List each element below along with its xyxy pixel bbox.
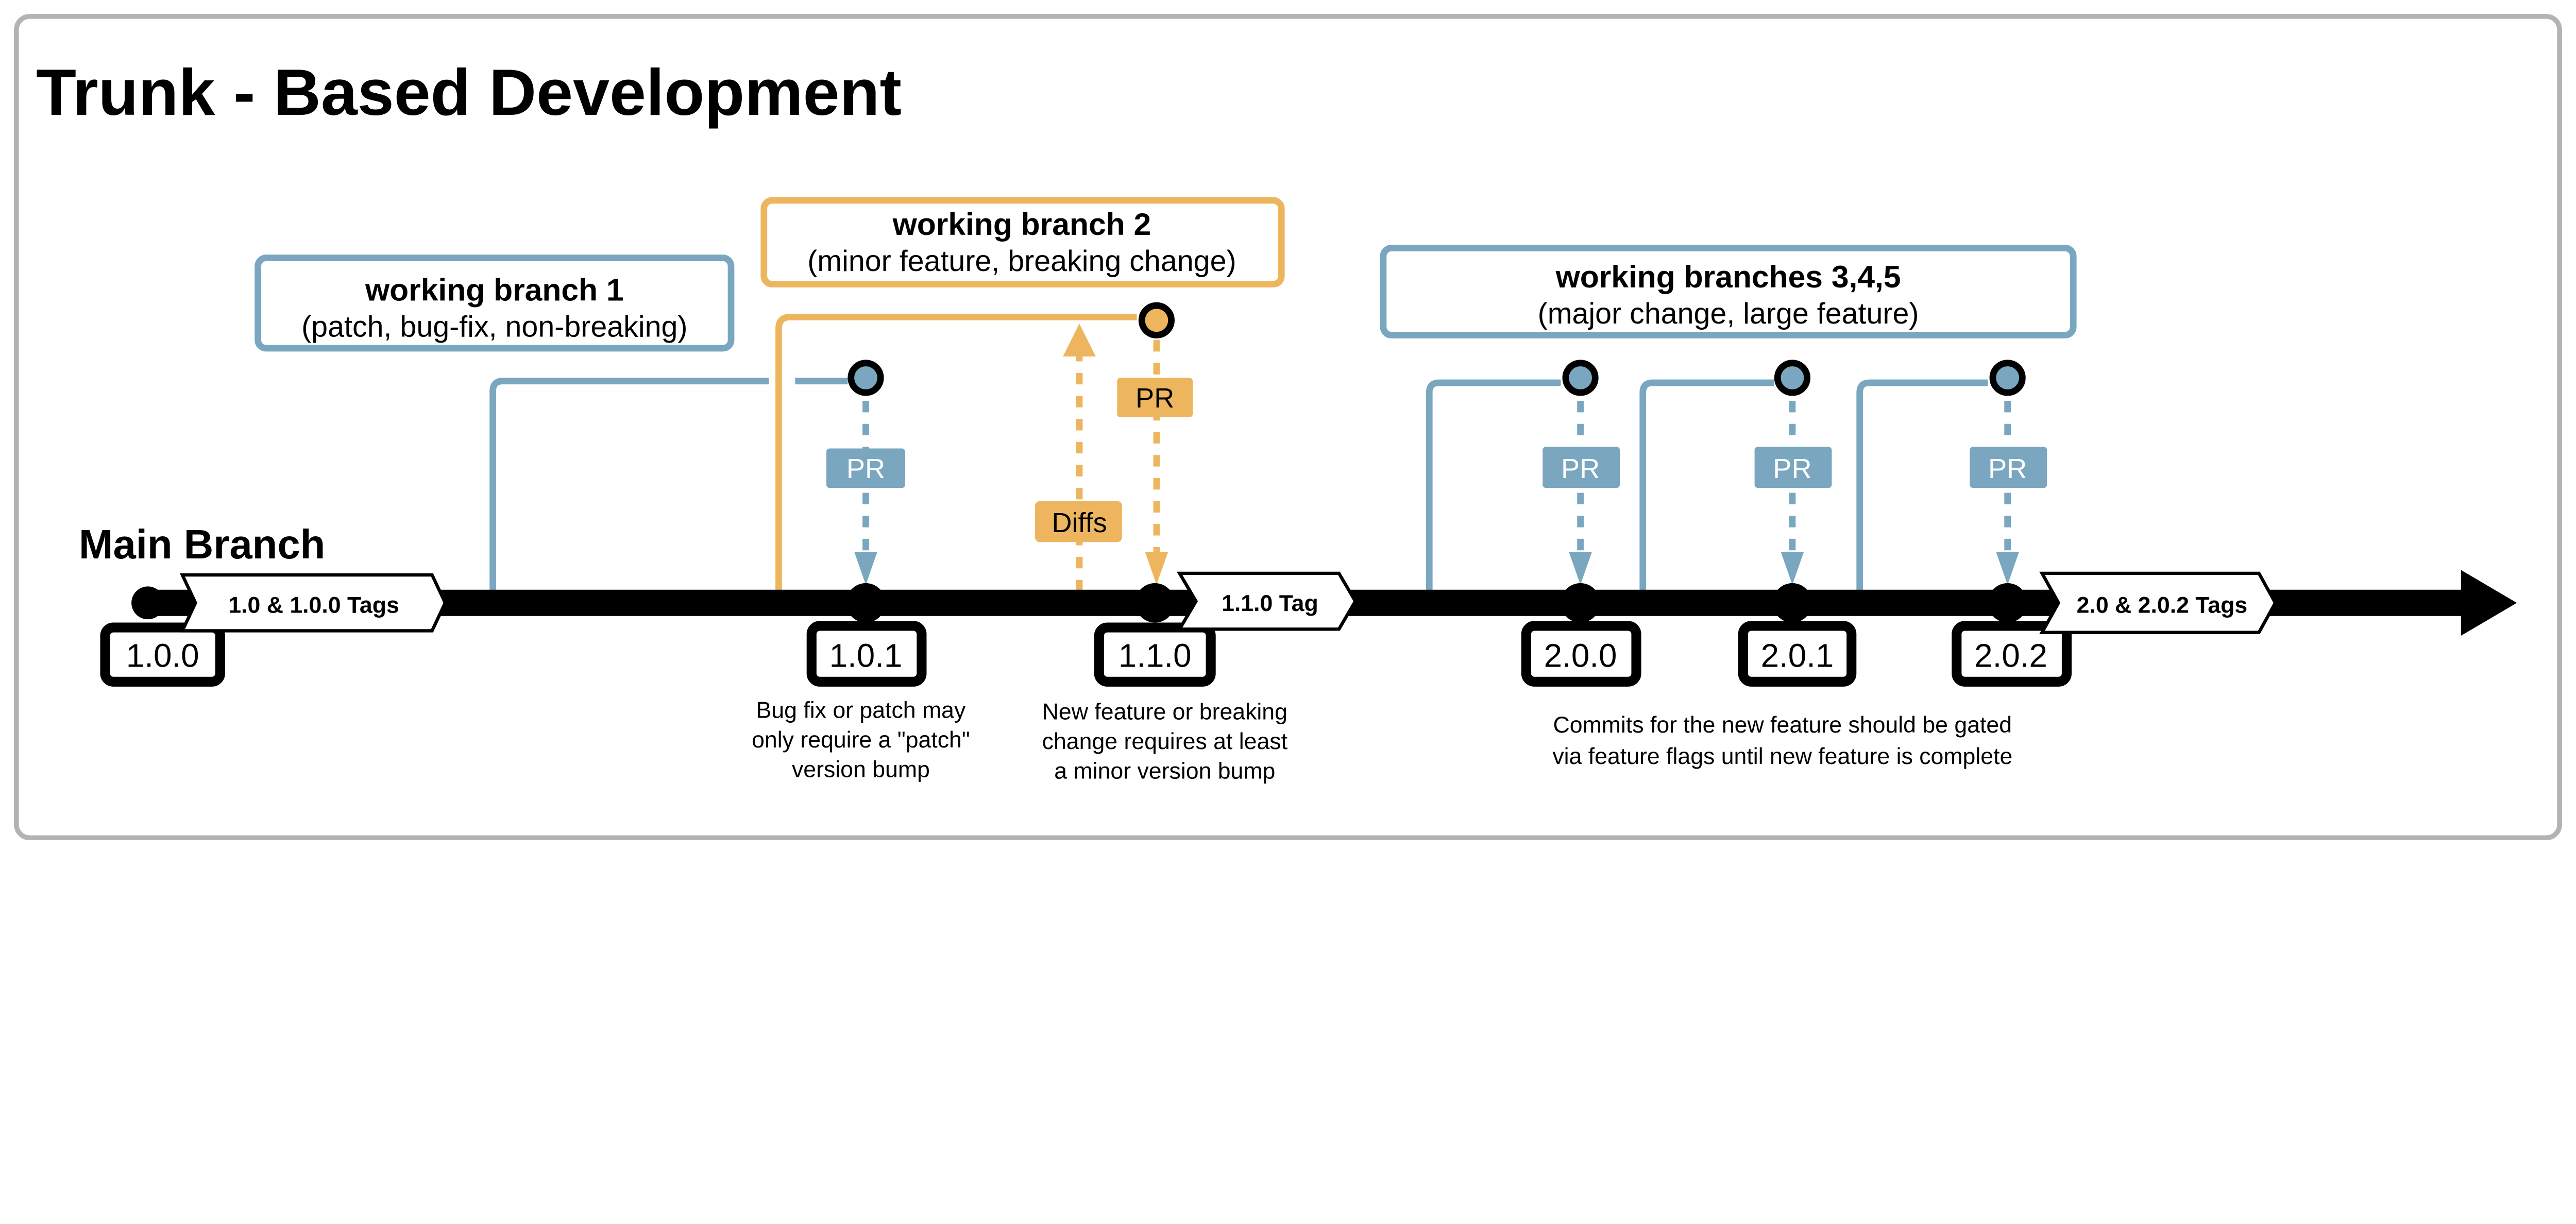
caption-minor: a minor version bump xyxy=(1054,758,1275,784)
working-branch-2 xyxy=(775,314,1160,603)
version-label: 1.0.0 xyxy=(126,637,199,674)
tag-label: 1.0 & 1.0.0 Tags xyxy=(228,592,399,618)
working-branch-1-subtitle: (patch, bug-fix, non-breaking) xyxy=(301,311,687,344)
working-branches-3-4-5 xyxy=(1426,379,2011,603)
commit-dot xyxy=(846,583,886,623)
pr-badge-box xyxy=(826,448,906,488)
tag-shape xyxy=(1176,571,1358,631)
branch-commit-dot xyxy=(1774,360,1811,396)
tag-label: 1.1.0 Tag xyxy=(1222,591,1318,616)
pr-badge: PR xyxy=(1988,453,2027,484)
commit-dot xyxy=(1988,583,2027,623)
version-box xyxy=(1952,621,2072,687)
pr-badge: PR xyxy=(1773,453,1811,484)
tag-label: 2.0 & 2.0.2 Tags xyxy=(2077,592,2248,618)
tag-shape xyxy=(179,573,447,633)
caption-major: Commits for the new feature should be ga… xyxy=(1553,712,2012,738)
branch-commit-dot xyxy=(1562,360,1599,396)
branch-commit-dot xyxy=(1138,302,1175,338)
working-branch-2-subtitle: (minor feature, breaking change) xyxy=(807,245,1236,278)
page-title: Trunk - Based Development xyxy=(36,56,902,129)
working-branch-1-title: working branch 1 xyxy=(365,273,624,308)
arrow-head-up xyxy=(1063,324,1096,356)
version-box xyxy=(806,621,927,687)
working-branch-2-box xyxy=(760,197,1285,288)
main-branch-start xyxy=(131,586,164,620)
pr-badge-box xyxy=(1117,378,1193,417)
commit-dot xyxy=(1772,583,1812,623)
caption-patch: only require a "patch" xyxy=(752,727,970,753)
pr-badge-box xyxy=(1970,447,2047,488)
pr-badge: PR xyxy=(1561,453,1600,484)
caption-minor: New feature or breaking xyxy=(1042,700,1287,725)
version-label: 2.0.2 xyxy=(1974,637,2047,674)
caption-major: via feature flags until new feature is c… xyxy=(1552,744,2012,769)
working-branch-2-title: working branch 2 xyxy=(892,207,1151,242)
working-branch-1-box xyxy=(255,254,735,352)
arrow-head xyxy=(1145,552,1168,585)
arrow-head xyxy=(1569,552,1592,585)
caption-patch: version bump xyxy=(792,757,930,782)
version-label: 2.0.1 xyxy=(1761,637,1834,674)
diffs-badge-box xyxy=(1035,501,1122,542)
caption-minor: change requires at least xyxy=(1042,729,1288,754)
frame xyxy=(14,14,2562,841)
caption-patch: Bug fix or patch may xyxy=(756,698,966,723)
version-box xyxy=(1521,621,1641,687)
commit-dot xyxy=(1135,583,1175,623)
tag-shape xyxy=(2039,571,2278,634)
pr-badge-box xyxy=(1754,447,1832,488)
pr-badge: PR xyxy=(846,453,885,484)
version-box xyxy=(1738,621,1857,687)
arrow-head xyxy=(1781,552,1804,585)
version-label: 1.1.0 xyxy=(1118,637,1192,674)
working-branches-3-4-5-title: working branches 3,4,5 xyxy=(1555,259,1901,294)
diffs-badge: Diffs xyxy=(1052,507,1107,538)
trunk-diagram: Trunk - Based Development Main Branch wo… xyxy=(14,14,2562,841)
pr-badge-box xyxy=(1543,447,1620,488)
main-branch-label: Main Branch xyxy=(79,521,325,567)
version-box xyxy=(100,622,225,687)
arrow-head xyxy=(1996,552,2019,585)
working-branches-3-4-5-subtitle: (major change, large feature) xyxy=(1538,297,1919,330)
main-branch-arrowhead xyxy=(2461,570,2517,636)
branch-commit-dot xyxy=(848,360,884,396)
pr-badge: PR xyxy=(1136,383,1174,414)
working-branches-3-4-5-box xyxy=(1380,245,2077,338)
version-box xyxy=(1094,622,1216,687)
commit-dot xyxy=(1561,583,1600,623)
version-label: 2.0.0 xyxy=(1544,637,1617,674)
version-label: 1.0.1 xyxy=(829,637,903,674)
branch-commit-dot xyxy=(1989,360,2026,396)
arrow-head xyxy=(854,552,877,585)
